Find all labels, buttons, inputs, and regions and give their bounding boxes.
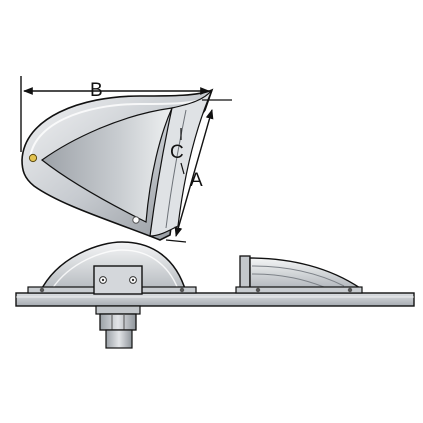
stud-shaft	[105, 329, 133, 349]
top-view-cowl	[21, 88, 214, 241]
side-view-cowl-profile	[235, 255, 363, 294]
profile-screw-right	[347, 287, 353, 293]
cowl-back-plate	[239, 255, 251, 291]
cowl-inner-face	[40, 107, 173, 223]
brass-screw	[28, 153, 38, 163]
cowl-sloped-body	[249, 257, 363, 289]
deck-plate	[15, 292, 415, 307]
dimension-c-label: C	[170, 142, 184, 163]
profile-screw-left	[255, 287, 261, 293]
clamp-screw-left-center	[101, 278, 105, 282]
profile-base-flange	[235, 286, 363, 294]
deck-plate-body	[15, 292, 415, 307]
dimension-a-label: A	[190, 170, 203, 191]
cowl-rim-highlight	[29, 98, 205, 161]
cowl-body-contour	[251, 265, 345, 287]
dimension-a-line	[174, 109, 214, 237]
mounting-stud	[105, 329, 133, 349]
cowl-dome-highlight	[51, 249, 179, 290]
dimension-b: B	[20, 76, 210, 152]
dimension-a: A	[165, 99, 232, 243]
dimension-b-label: B	[90, 80, 103, 101]
hex-nut	[99, 313, 137, 331]
flange-screw-right	[179, 287, 185, 293]
clamp-screw-right-center	[131, 278, 135, 282]
dimension-a-extension-bottom	[165, 239, 187, 243]
cowl-body-contour-lower	[251, 273, 325, 288]
flange-screw-left	[39, 287, 45, 293]
dimension-c-tick-bottom	[180, 162, 185, 175]
side-view-cowl-bracket	[27, 241, 197, 295]
washer	[95, 305, 141, 315]
mounting-screw-hole	[132, 216, 140, 224]
mounting-nut	[95, 305, 141, 331]
dimension-c: C	[170, 128, 185, 175]
